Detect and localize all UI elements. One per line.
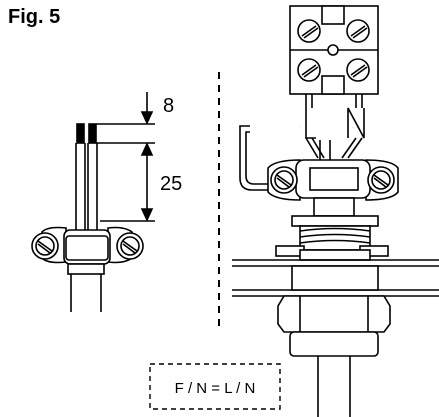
- label-l-shape: [305, 108, 316, 139]
- figure-title: Fig. 5: [8, 6, 61, 28]
- terminal-screw-bottom-left: [297, 58, 321, 82]
- gland-through-plate: [291, 265, 379, 291]
- wire-n-a: [341, 137, 357, 159]
- right-clamp-screw-right: [367, 166, 395, 194]
- label-n-shape: [347, 107, 365, 139]
- clamp-screw-right: [116, 232, 144, 260]
- cable-below-clamp: [313, 197, 355, 217]
- clamp-screw-left: [31, 232, 59, 260]
- left-cable-detail: [31, 92, 155, 312]
- dim-label-8: 8: [163, 95, 174, 117]
- terminal-block: [289, 5, 379, 95]
- gland-thread: [299, 225, 371, 251]
- gland-cap: [289, 331, 379, 357]
- dim-label-25: 25: [160, 173, 182, 195]
- gland-lower-nut: [277, 295, 391, 333]
- note-box: [149, 363, 281, 410]
- terminal-label-l: L: [300, 127, 301, 129]
- conductor-tip-right: [88, 123, 97, 144]
- wire-n-b: [347, 137, 363, 159]
- conductor-tip-left: [76, 123, 85, 144]
- terminal-screw-bottom-right: [346, 58, 370, 82]
- wire-l-b: [311, 137, 325, 159]
- terminal-screw-top-right: [346, 19, 370, 43]
- terminal-screw-top-left: [297, 19, 321, 43]
- dim-8-arrowhead: [140, 111, 154, 125]
- right-clamp-screw-left: [270, 166, 298, 194]
- note-equation: F / N = L / N: [175, 380, 256, 397]
- gland-top-nut: [291, 215, 379, 227]
- terminal-label-n: N: [352, 127, 353, 129]
- earth-hook-wire: [239, 125, 278, 191]
- dim-25-arrowhead-top: [140, 142, 154, 156]
- right-clamp-window: [309, 167, 359, 191]
- dim-25-arrowhead-bottom: [140, 208, 154, 222]
- clamp-center-body: [63, 229, 111, 265]
- right-assembly: [232, 5, 439, 417]
- cable-sheath-collar: [67, 263, 105, 275]
- clamp-center-band: [65, 235, 109, 261]
- wire-l-a: [305, 137, 319, 159]
